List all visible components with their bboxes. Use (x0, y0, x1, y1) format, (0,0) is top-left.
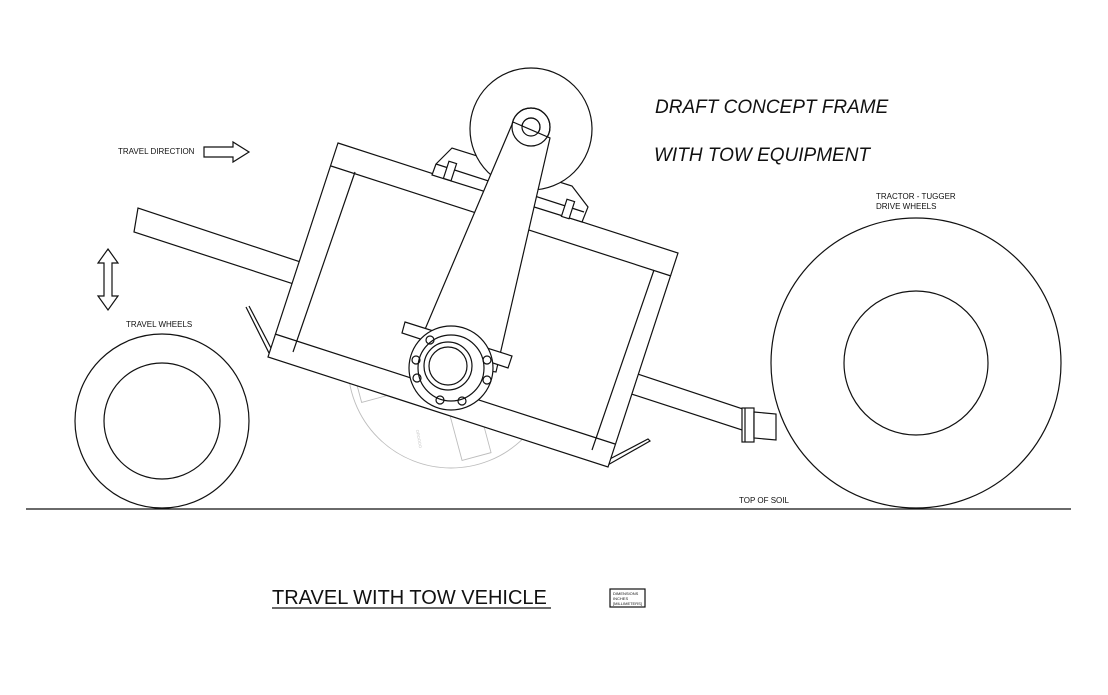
travel-wheel (74, 333, 250, 509)
drawing-caption: TRAVEL WITH TOW VEHICLE (272, 587, 547, 609)
dimension-note-box: DIMENSIONS INCHES [MILLIMETERS] (609, 588, 646, 608)
travel-wheels-label: TRAVEL WHEELS (126, 320, 192, 329)
drive-belt (411, 107, 551, 373)
title-line2: WITH TOW EQUIPMENT (654, 145, 871, 166)
svg-text:OROOOO: OROOOO (415, 429, 423, 448)
dimension-note-line2: INCHES (613, 596, 628, 601)
travel-direction-arrow-icon (203, 140, 251, 164)
title-line1: DRAFT CONCEPT FRAME (655, 97, 889, 118)
rotor-hub (408, 325, 494, 411)
dimension-note-line3: [MILLIMETERS] (613, 601, 642, 606)
vertical-double-arrow-icon (96, 247, 120, 312)
travel-direction-label: TRAVEL DIRECTION (118, 147, 195, 156)
tractor-label-line1: TRACTOR - TUGGER (876, 192, 956, 201)
top-of-soil-label: TOP OF SOIL (739, 496, 789, 505)
dimension-note-line1: DIMENSIONS (613, 591, 639, 596)
tractor-label-line2: DRIVE WHEELS (876, 202, 936, 211)
tractor-drive-wheel (770, 217, 1062, 509)
